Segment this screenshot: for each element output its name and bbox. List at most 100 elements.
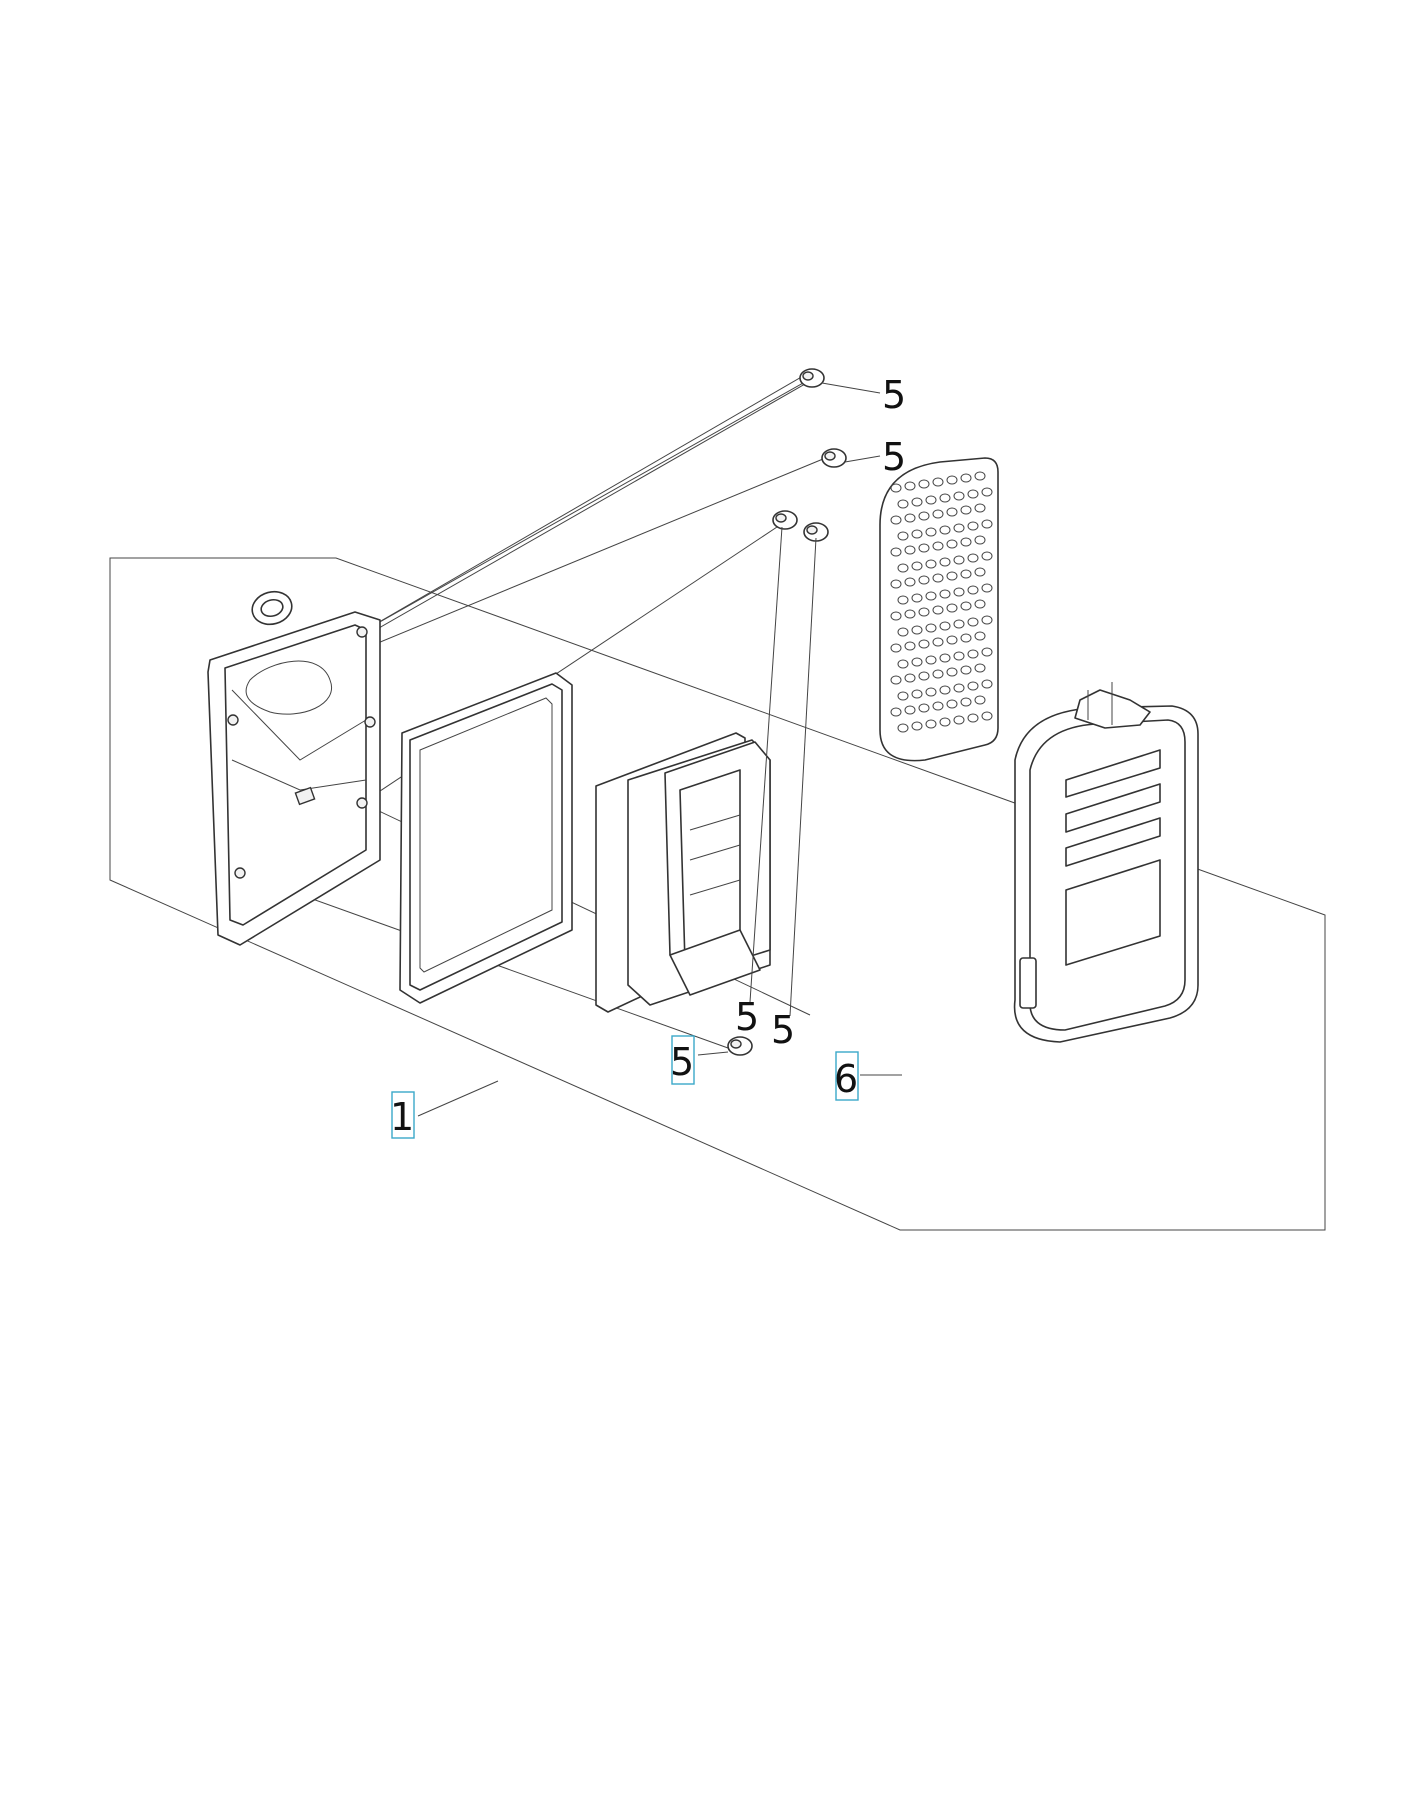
perforation-hole xyxy=(890,547,902,557)
perforation-hole xyxy=(925,655,937,665)
perforation-hole xyxy=(932,573,944,583)
perforation-hole xyxy=(974,567,986,577)
perforation-hole xyxy=(981,519,993,529)
perforation-hole xyxy=(904,481,916,491)
perforation-hole xyxy=(925,623,937,633)
callout-label-5d[interactable]: 5 xyxy=(771,1008,795,1052)
perforation-hole xyxy=(953,491,965,501)
perforation-hole xyxy=(911,593,923,603)
callout-label-1[interactable]: 1 xyxy=(390,1095,414,1139)
perforation-hole xyxy=(911,721,923,731)
perforation-hole xyxy=(925,527,937,537)
perforation-hole xyxy=(897,627,909,637)
perforation-hole xyxy=(960,601,972,611)
perforation-hole xyxy=(904,705,916,715)
perforation-hole xyxy=(911,561,923,571)
perforation-hole xyxy=(911,657,923,667)
perforation-hole xyxy=(904,641,916,651)
perforation-hole xyxy=(953,555,965,565)
perforation-hole xyxy=(981,615,993,625)
perforation-hole xyxy=(897,595,909,605)
perforation-hole xyxy=(897,691,909,701)
callout-label-5a[interactable]: 5 xyxy=(882,373,906,417)
perforation-hole xyxy=(918,703,930,713)
perforation-hole xyxy=(932,541,944,551)
perforation-hole xyxy=(974,695,986,705)
perforation-hole xyxy=(946,475,958,485)
perforation-hole xyxy=(925,719,937,729)
perforation-hole xyxy=(960,537,972,547)
perforation-hole xyxy=(946,635,958,645)
perforation-hole xyxy=(981,551,993,561)
perforation-hole xyxy=(953,651,965,661)
nut-icon-group xyxy=(727,368,847,1056)
callout-highlight-6 xyxy=(835,1051,859,1101)
perforation-hole xyxy=(953,683,965,693)
callout-label-5c[interactable]: 5 xyxy=(735,995,759,1039)
perforation-hole xyxy=(946,699,958,709)
nut-icon xyxy=(821,448,847,468)
perforation-hole xyxy=(960,633,972,643)
perforation-hole xyxy=(967,713,979,723)
perforation-hole xyxy=(897,563,909,573)
perforation-hole xyxy=(925,687,937,697)
filter-box xyxy=(595,732,771,1013)
perforation-hole xyxy=(897,659,909,669)
perforation-hole xyxy=(904,673,916,683)
base-housing xyxy=(207,611,381,946)
perforation-hole xyxy=(911,497,923,507)
perforation-hole xyxy=(946,539,958,549)
nut-icon xyxy=(772,510,798,530)
nut-icon xyxy=(799,368,825,388)
perforation-hole xyxy=(897,531,909,541)
perforation-hole xyxy=(981,487,993,497)
perforation-hole xyxy=(890,611,902,621)
perforation-hole xyxy=(946,667,958,677)
perforation-hole xyxy=(960,505,972,515)
perforation-hole xyxy=(967,521,979,531)
perforation-hole xyxy=(974,631,986,641)
perforation-hole xyxy=(911,625,923,635)
callout-label-6[interactable]: 6 xyxy=(834,1057,858,1101)
perforation-hole xyxy=(960,665,972,675)
perforation-hole xyxy=(953,587,965,597)
perforation-hole xyxy=(925,591,937,601)
perforation-hole xyxy=(974,471,986,481)
perforation-hole xyxy=(946,507,958,517)
perforation-hole xyxy=(939,621,951,631)
perforation-hole xyxy=(904,513,916,523)
gasket-ring xyxy=(251,590,293,626)
perforation-hole xyxy=(939,557,951,567)
perforation-hole xyxy=(953,715,965,725)
perforation-hole xyxy=(890,483,902,493)
perforation-hole xyxy=(904,577,916,587)
perforation-hole xyxy=(911,689,923,699)
perforation-hole xyxy=(981,647,993,657)
perforation-hole xyxy=(932,509,944,519)
perforation-hole xyxy=(932,605,944,615)
perforation-hole xyxy=(932,669,944,679)
perforation-hole xyxy=(897,723,909,733)
perforation-hole xyxy=(918,639,930,649)
perforation-hole xyxy=(939,493,951,503)
callout-label-5e[interactable]: 5 xyxy=(670,1040,694,1084)
perforation-hole xyxy=(960,697,972,707)
perforation-hole xyxy=(953,523,965,533)
perforation-hole xyxy=(904,545,916,555)
gasket-frame xyxy=(399,672,573,1004)
perforation-hole xyxy=(939,717,951,727)
perforation-hole xyxy=(967,489,979,499)
callout-label-5b[interactable]: 5 xyxy=(882,435,906,479)
perforation-hole xyxy=(967,649,979,659)
perforation-hole xyxy=(918,607,930,617)
perforation-hole xyxy=(925,559,937,569)
perforation-hole xyxy=(981,583,993,593)
perforation-hole xyxy=(967,585,979,595)
perforation-hole xyxy=(946,603,958,613)
perforation-hole xyxy=(960,569,972,579)
perforation-hole xyxy=(974,535,986,545)
perforation-hole xyxy=(967,553,979,563)
perforation-hole xyxy=(925,495,937,505)
perforation-hole xyxy=(953,619,965,629)
